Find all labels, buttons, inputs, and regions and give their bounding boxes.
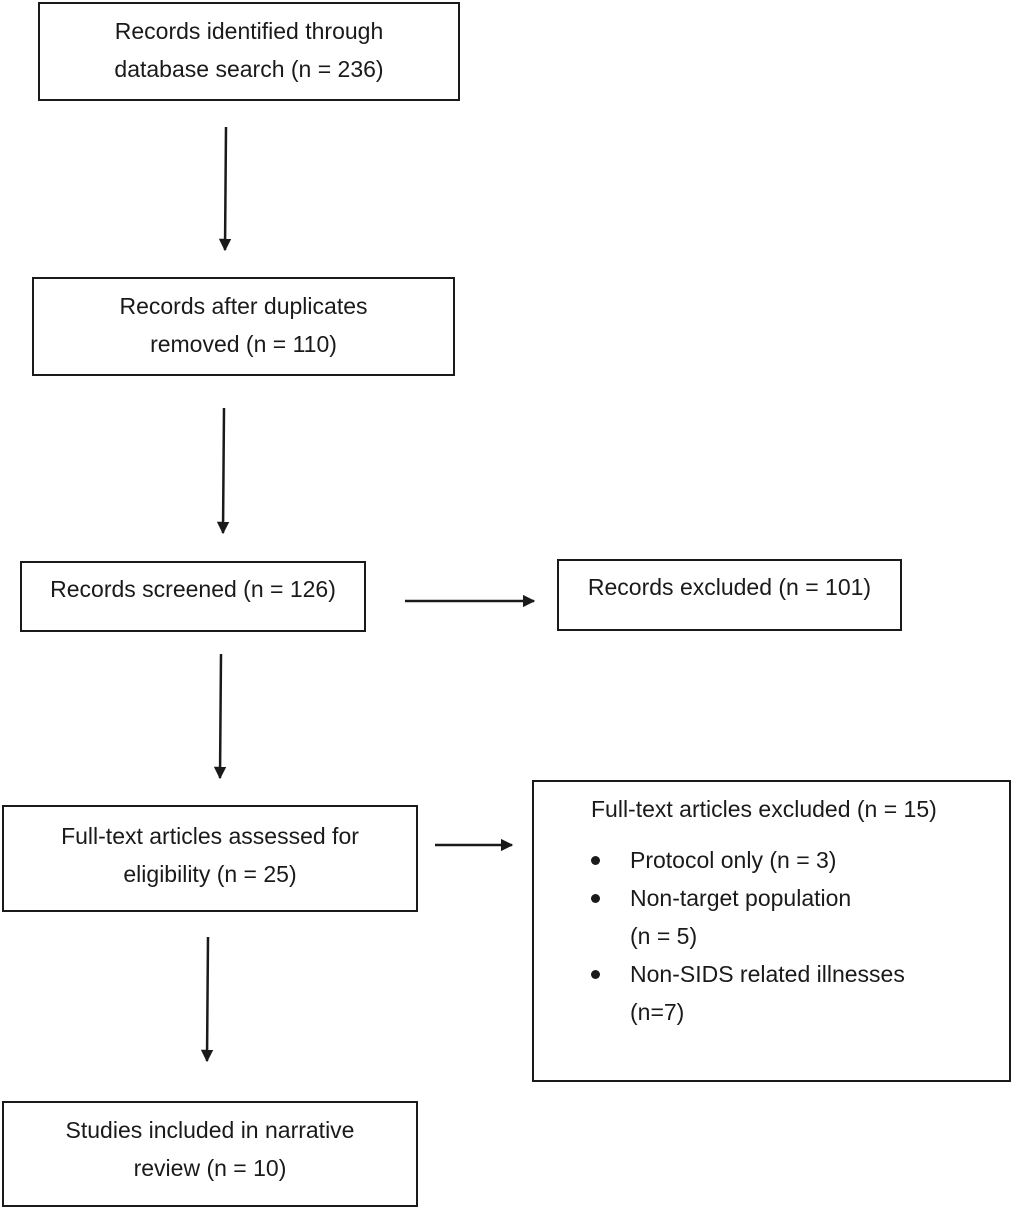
arrow-screened-to-fulltext	[213, 653, 227, 780]
bullet-icon	[591, 970, 600, 979]
full-text-assessed-line2: eligibility (n = 25)	[123, 861, 297, 887]
arrow-identified-to-duplicates	[218, 126, 232, 252]
full-text-assessed-line1: Full-text articles assessed for	[61, 823, 359, 849]
records-after-duplicates-box: Records after duplicates removed (n = 11…	[32, 277, 455, 376]
bullet-icon	[591, 856, 600, 865]
studies-included-line2: review (n = 10)	[133, 1155, 287, 1181]
records-screened-box: Records screened (n = 126)	[20, 561, 366, 632]
arrow-fulltext-to-included	[200, 936, 214, 1063]
exclusion-reason-line1: Non-target population	[630, 885, 852, 911]
exclusion-reason-item: Non-target population (n = 5)	[591, 879, 1009, 955]
records-screened-label: Records screened (n = 126)	[50, 576, 336, 602]
full-text-excluded-box: Full-text articles excluded (n = 15) Pro…	[532, 780, 1011, 1082]
exclusion-reason-line1: Non-SIDS related illnesses	[630, 961, 905, 987]
exclusion-reason-item: Protocol only (n = 3)	[591, 841, 1009, 879]
exclusion-reason-line2: (n=7)	[630, 999, 685, 1025]
full-text-assessed-box: Full-text articles assessed for eligibil…	[2, 805, 418, 912]
bullet-icon	[591, 894, 600, 903]
exclusion-reason-line1: Protocol only (n = 3)	[630, 847, 837, 873]
exclusion-reason-item: Non-SIDS related illnesses (n=7)	[591, 955, 1009, 1031]
records-after-duplicates-line2: removed (n = 110)	[150, 331, 337, 357]
studies-included-line1: Studies included in narrative	[65, 1117, 355, 1143]
studies-included-box: Studies included in narrative review (n …	[2, 1101, 418, 1207]
full-text-excluded-title: Full-text articles excluded (n = 15)	[591, 796, 937, 822]
records-after-duplicates-line1: Records after duplicates	[119, 293, 368, 319]
records-identified-line1: Records identified through	[114, 18, 384, 44]
records-excluded-label: Records excluded (n = 101)	[587, 574, 872, 600]
records-excluded-box: Records excluded (n = 101)	[557, 559, 902, 631]
exclusion-reasons-list: Protocol only (n = 3) Non-target populat…	[591, 841, 1009, 1031]
records-identified-box: Records identified through database sear…	[38, 2, 460, 101]
arrow-duplicates-to-screened	[216, 407, 230, 535]
records-identified-line2: database search (n = 236)	[114, 56, 384, 82]
exclusion-reason-line2: (n = 5)	[630, 923, 698, 949]
